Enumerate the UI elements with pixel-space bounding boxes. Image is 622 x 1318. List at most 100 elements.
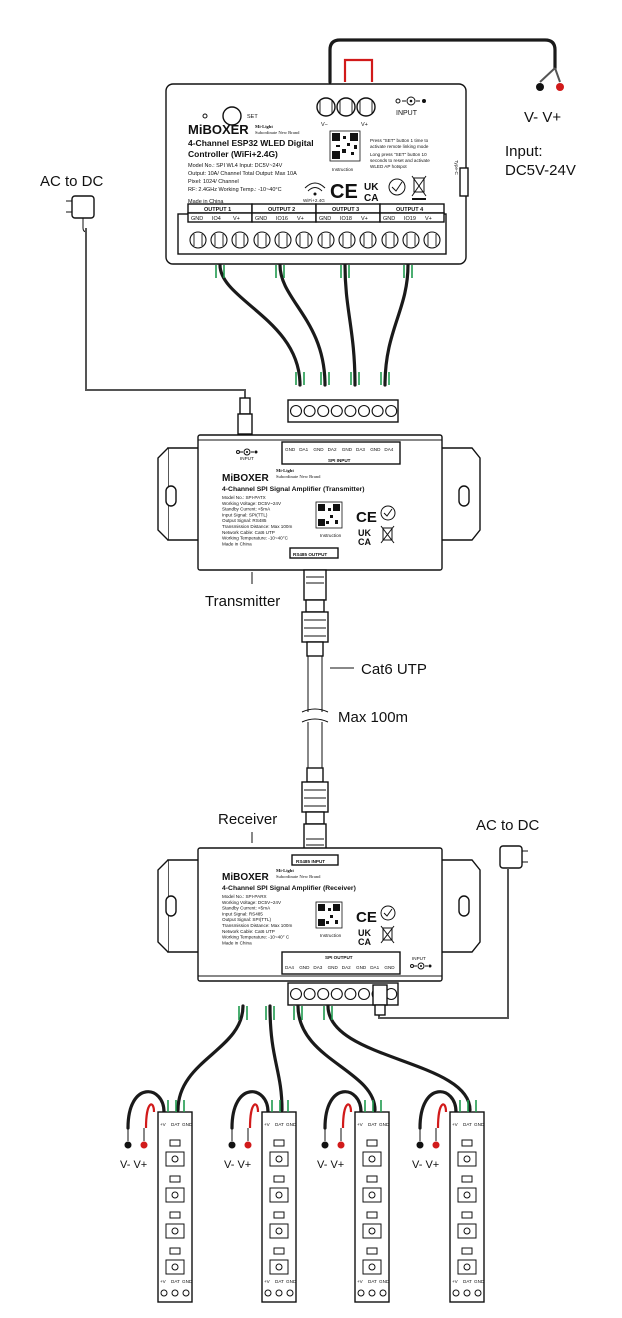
resistor-icon [366,1247,378,1255]
rx-title: 4-Channel SPI Signal Amplifier (Receiver… [222,885,356,892]
strip-power-wire-red [341,1103,353,1129]
spec-line: Made in China [222,940,252,945]
strip-power-wire-red [436,1103,448,1129]
led-dot-icon [368,1263,376,1271]
strip-pad-icon [264,1289,272,1297]
tx-ce-mark-icon: CE [356,509,377,526]
strip-pin-label-top: +V [357,1122,364,1127]
screw-terminal-icon [402,231,420,249]
screw-terminal-icon [210,231,228,249]
tx-input-label: INPUT [240,456,254,461]
screw-terminal-icon [385,404,398,418]
strip-pad-icon [463,1289,471,1297]
spec-line: Standby Current: <5mA [222,906,271,911]
output-4-pin-vplus: V+ [425,216,432,222]
output-2-pin-vplus: V+ [297,216,304,222]
led-chip-icon [165,1223,185,1239]
led-dot-icon [171,1191,179,1199]
strip-pin-label-bottom: +V [452,1279,459,1284]
receiver-output-wires [176,1004,472,1112]
screw-terminal-icon [289,987,303,1001]
strip-power-wire [418,1090,458,1130]
screw-terminal-icon [295,231,313,249]
rx-ukca-mark-icon-2: CA [358,937,371,947]
screw-terminal-icon [357,987,371,1001]
rx-sub-brand-2: Subordinate New Brand [276,874,321,879]
controller-spec-3: RF: 2.4GHz Working Temp.: -10~40°C [188,187,282,193]
ac-to-dc-bottom-label: AC to DC [476,817,540,834]
strip-pad-icon [379,1289,387,1297]
screw-terminal-icon [189,231,207,249]
output-3-pin-vplus: V+ [361,216,368,222]
input-title-label: Input: [505,143,543,160]
screw-terminal-icon [303,987,316,1001]
resistor-icon [273,1247,285,1255]
receiver-amplifier: RS485 INPUT MiBOXER Mi-Light Subordinate… [157,847,481,1006]
ukca-mark-icon: UK [364,182,379,193]
spec-line: Working Temperature: -10~40°C [222,536,289,541]
led-dot-icon [275,1155,283,1163]
strip-data-wires [459,1100,477,1112]
led-chip-icon [362,1259,382,1275]
spec-line: Transmission Distance: Max 100m [222,923,292,928]
controller-title-1: 4-Channel ESP32 WLED Digital [188,138,314,148]
led-dot-icon [463,1227,471,1235]
output-2-title: OUTPUT 2 [268,207,295,213]
strip-pad-icon [160,1289,168,1297]
strip-data-wires [364,1100,382,1112]
weee-bin-icon [411,175,427,200]
output-3-pin-gnd: GND [319,216,331,222]
controller-note-3: seconds to reset and activate [370,158,430,163]
rx-input-label: INPUT [412,956,426,961]
set-button[interactable] [222,106,242,126]
output-3-title: OUTPUT 3 [332,207,359,213]
led-chip-icon [269,1259,289,1275]
controller-note-1: activate remote linking mode [370,144,429,149]
led-chip-icon [457,1259,477,1275]
tx-sub-brand-2: Subordinate New Brand [276,474,321,479]
output-2-pin-io16: IO16 [276,216,288,222]
strip-power-wire [230,1090,270,1130]
resistor-icon [273,1211,285,1219]
spi-input-pin-label: GND [285,447,296,452]
controller-spec-2: Pixel: 1024/ Channel [188,179,239,185]
controller-spec-1: Output: 10A/ Channel Total Output: Max 1… [188,171,297,177]
resistor-icon [169,1139,181,1147]
type-c-label: Type-C [454,160,459,175]
led-dot-icon [368,1227,376,1235]
controller-title-2: Controller (WiFi+2.4G) [188,149,278,159]
controller-vplus-label: V+ [361,122,368,128]
strip-power-wire-red [144,1103,156,1129]
output-4-pin-gnd: GND [383,216,395,222]
screw-terminal-icon [344,987,357,1001]
controller-sub-brand-2: Subordinate New Brand [255,130,300,135]
max-distance-label: Max 100m [338,709,408,726]
controller-qr-code-icon [329,130,361,162]
spi-input-pin-label: DA2 [328,447,337,452]
spi-input-pin-label: DA1 [299,447,308,452]
tx-ukca-mark-icon-2: CA [358,537,371,547]
vplus-terminal-icon [337,1141,345,1149]
strip-pin-label-bottom: DAT [368,1279,377,1284]
power-adapter-bottom-icon [372,845,528,1019]
strip-pin-label-top: +V [264,1122,271,1127]
spi-output-pin-label: GND [328,965,339,970]
vplus-terminal-icon [432,1141,440,1149]
led-chip-icon [362,1223,382,1239]
strip-pad-icon [474,1289,482,1297]
input-range-label: DC5V-24V [505,162,576,179]
input-vminus-vplus-label: V- V+ [524,109,561,126]
spec-line: Output Signal: RS485 [222,518,267,523]
controller-input-label: INPUT [396,110,418,117]
led-dot-icon [368,1155,376,1163]
spec-line: Model No.: SPI-PATX [222,495,266,500]
wled-controller: Type-C SET MiBOXER Mi-Light Subordinate … [165,83,469,265]
rx-weee-bin-icon [380,925,395,944]
spi-output-pin-label: DA2 [342,965,351,970]
spec-line: Made in China [222,541,252,546]
strip-pin-label-bottom: +V [357,1279,364,1284]
spi-input-pin-label: DA4 [384,447,393,452]
tx-rohs-icon [380,505,396,521]
spec-line: Standby Current: <5mA [222,507,271,512]
